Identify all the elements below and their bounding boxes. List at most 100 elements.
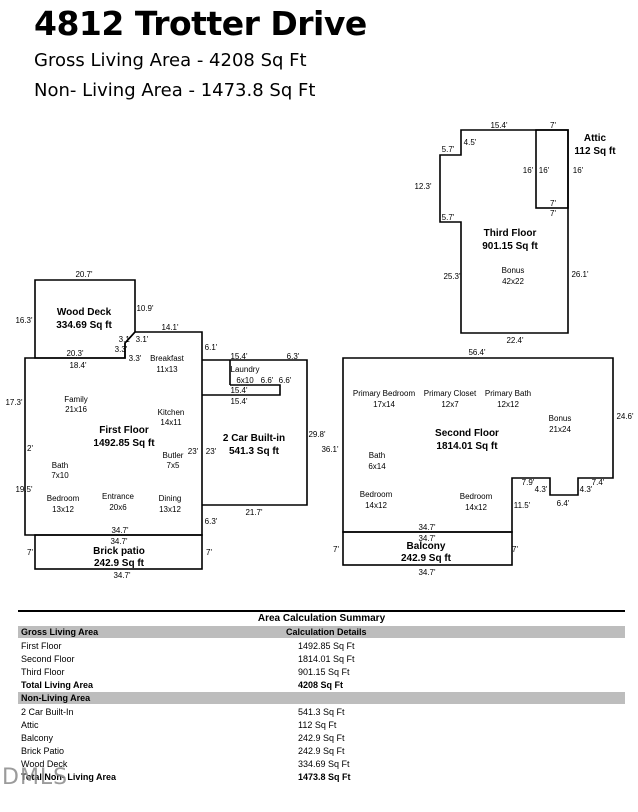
dim-label: 2' — [27, 444, 33, 453]
room-bonus2-name: Bonus — [549, 414, 572, 423]
row-label: Total Non- Living Area — [21, 772, 117, 782]
dim-label: 7' — [550, 209, 556, 218]
garage-area: 541.3 Sq ft — [229, 446, 280, 457]
dim-label: 5.7' — [442, 213, 455, 222]
dim-label: 7' — [550, 199, 556, 208]
balcony-outline — [342, 531, 513, 566]
summary-divider — [18, 610, 625, 612]
area-summary-table: Area Calculation Summary Gross Living Ar… — [18, 610, 625, 784]
row-value: 112 Sq Ft — [298, 720, 337, 730]
dim-label: 10.9' — [136, 304, 154, 313]
row-value: 334.69 Sq Ft — [298, 759, 350, 769]
second-floor-area: 1814.01 Sq ft — [436, 441, 498, 452]
room-butler-name: Butler — [163, 451, 184, 460]
garage-label: 2 Car Built-in — [223, 433, 285, 444]
row-label: Second Floor — [21, 654, 75, 664]
room-bedroom2-name: Bedroom — [360, 490, 393, 499]
room-bonus3-name: Bonus — [502, 266, 525, 275]
dim-label: 12.3' — [414, 182, 432, 191]
table-row: Third Floor 901.15 Sq Ft — [18, 666, 625, 679]
dim-label: 17.3' — [5, 398, 23, 407]
dim-label: 15.4' — [230, 352, 248, 361]
room-primary-bath-size: 12x12 — [497, 400, 519, 409]
table-row: Wood Deck 334.69 Sq Ft — [18, 758, 625, 771]
dim-label: 6.3' — [205, 517, 218, 526]
room-family-size: 21x16 — [65, 405, 87, 414]
brick-patio-outline — [34, 534, 203, 570]
dim-label: 7' — [27, 548, 33, 557]
room-breakfast-size: 11x13 — [156, 365, 178, 374]
dim-label: 7' — [550, 121, 556, 130]
dim-label: 14.1' — [161, 323, 179, 332]
wood-deck-label: Wood Deck — [57, 307, 112, 318]
total-non-living-row: Total Non- Living Area 1473.8 Sq Ft — [18, 771, 625, 784]
dim-label: 34.7' — [113, 571, 131, 580]
dim-label: 7.4' — [592, 478, 605, 487]
dim-label: 6.1' — [205, 343, 218, 352]
room-bath2-size: 6x14 — [368, 462, 386, 471]
dim-label: 18.4' — [69, 361, 87, 370]
dim-label: 6.3' — [287, 352, 300, 361]
dim-label: 29.8' — [308, 430, 326, 439]
room-kitchen-name: Kitchen — [158, 408, 185, 417]
row-label: Third Floor — [21, 667, 65, 677]
dim-label: 4.3' — [580, 485, 593, 494]
floor-plan-diagram: Wood Deck 334.69 Sq ft First Floor 1492.… — [5, 121, 634, 580]
room-bedroom3-size: 14x12 — [465, 503, 487, 512]
room-bedroom1-size: 13x12 — [52, 505, 74, 514]
garage-outline — [202, 359, 308, 506]
first-floor-label: First Floor — [99, 425, 149, 436]
dim-label: 34.7' — [110, 537, 128, 546]
gross-living-header: Gross Living Area Calculation Details — [18, 626, 625, 638]
dim-label: 23' — [188, 447, 199, 456]
non-living-header-label: Non-Living Area — [21, 693, 91, 703]
room-dining-size: 13x12 — [159, 505, 181, 514]
room-entrance-name: Entrance — [102, 492, 135, 501]
dim-label: 16' — [523, 166, 534, 175]
room-bonus3-size: 42x22 — [502, 277, 524, 286]
room-bonus2-size: 21x24 — [549, 425, 571, 434]
dim-label: 7' — [333, 545, 339, 554]
dim-label: 26.1' — [571, 270, 589, 279]
room-bath1-name: Bath — [52, 461, 68, 470]
room-family-name: Family — [64, 395, 88, 404]
table-row: 2 Car Built-In 541.3 Sq Ft — [18, 706, 625, 719]
calc-details-header: Calculation Details — [286, 627, 367, 637]
dim-label: 3.3' — [129, 354, 142, 363]
table-row: Second Floor 1814.01 Sq Ft — [18, 653, 625, 666]
row-value: 242.9 Sq Ft — [298, 733, 345, 743]
dim-label: 7.9' — [522, 478, 535, 487]
row-label: Wood Deck — [21, 759, 68, 769]
gross-living-header-label: Gross Living Area — [21, 627, 99, 637]
dim-label: 34.7' — [418, 523, 436, 532]
gross-living-subtitle: Gross Living Area - 4208 Sq Ft — [34, 50, 307, 71]
dim-label: 22.4' — [506, 336, 524, 345]
dim-label: 16' — [573, 166, 584, 175]
dim-label: 6.4' — [557, 499, 570, 508]
dim-label: 25.3' — [443, 272, 461, 281]
non-living-header: Non-Living Area — [18, 692, 625, 704]
table-row: First Floor 1492.85 Sq Ft — [18, 640, 625, 653]
row-value: 901.15 Sq Ft — [298, 667, 350, 677]
dim-label: 7' — [206, 548, 212, 557]
dim-label: 19.5' — [15, 485, 33, 494]
room-laundry-size: 6x10 — [236, 376, 254, 385]
dim-label: 15.4' — [230, 397, 248, 406]
dim-label: 15.4' — [490, 121, 508, 130]
room-primary-closet-size: 12x7 — [441, 400, 459, 409]
row-value: 541.3 Sq Ft — [298, 707, 345, 717]
non-living-subtitle: Non- Living Area - 1473.8 Sq Ft — [34, 80, 316, 101]
room-laundry-name: Laundry — [231, 365, 260, 374]
table-row: Brick Patio 242.9 Sq Ft — [18, 745, 625, 758]
row-label: Brick Patio — [21, 746, 65, 756]
row-value: 242.9 Sq Ft — [298, 746, 345, 756]
row-value: 1473.8 Sq Ft — [298, 772, 351, 782]
second-floor-label: Second Floor — [435, 428, 499, 439]
dim-label: 3.3' — [115, 345, 128, 354]
attic-outline — [535, 129, 569, 209]
third-floor-label: Third Floor — [484, 228, 537, 239]
room-primary-bedroom-name: Primary Bedroom — [353, 389, 416, 398]
balcony-area: 242.9 Sq ft — [401, 553, 452, 564]
dim-label: 20.3' — [66, 349, 84, 358]
dim-label: 56.4' — [468, 348, 486, 357]
